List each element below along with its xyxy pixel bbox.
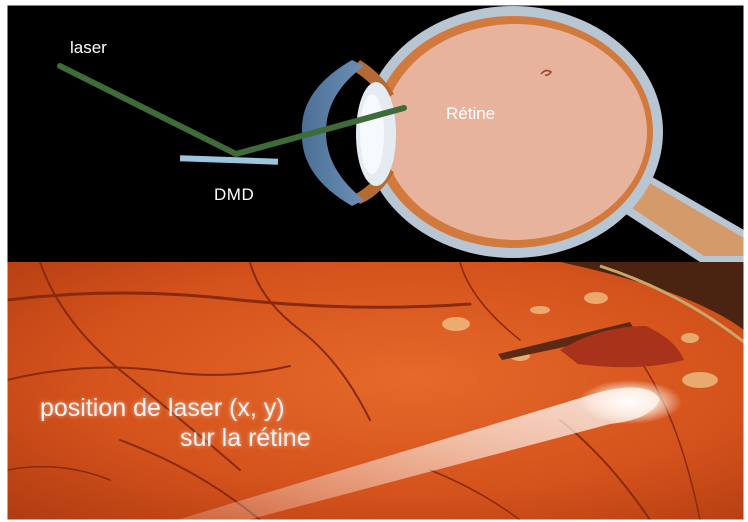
- eye-diagram-panel: [7, 5, 744, 262]
- laser-position-caption-line1: position de laser (x, y): [40, 394, 285, 423]
- fundus-photo-panel: [7, 262, 744, 522]
- laser-position-caption-line2: sur la rétine: [180, 424, 311, 453]
- laser-label: laser: [70, 38, 107, 58]
- retina-label: Rétine: [446, 104, 495, 124]
- retina-interior: [383, 24, 647, 240]
- laser-spot: [578, 380, 682, 424]
- dmd-label: DMD: [214, 185, 254, 205]
